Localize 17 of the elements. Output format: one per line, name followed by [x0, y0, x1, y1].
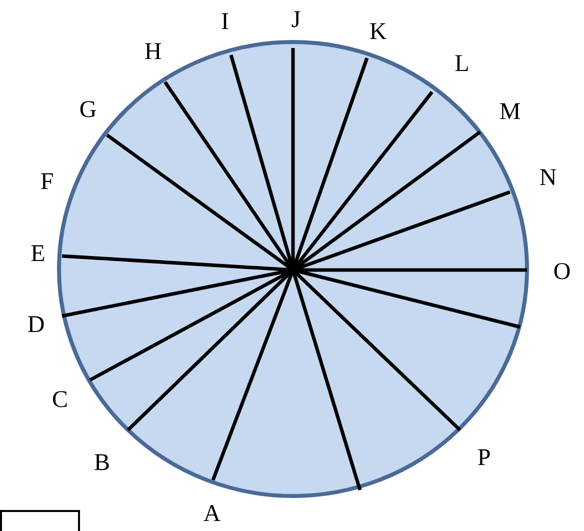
point-label: B: [94, 451, 110, 475]
point-label: J: [291, 8, 301, 32]
point-label: A: [203, 502, 221, 526]
point-label: P: [477, 446, 491, 470]
point-label: D: [27, 313, 45, 337]
box: [0, 510, 80, 531]
point-label: M: [499, 100, 521, 124]
point-label: E: [30, 242, 46, 266]
point-label: O: [553, 260, 571, 284]
point-label: K: [369, 20, 387, 44]
point-label: H: [144, 40, 162, 64]
point-label: N: [539, 166, 557, 190]
point-label: L: [454, 52, 470, 76]
point-label: I: [221, 10, 229, 34]
point-label: G: [79, 98, 97, 122]
point-label: F: [40, 170, 54, 194]
point-label: C: [52, 388, 68, 412]
